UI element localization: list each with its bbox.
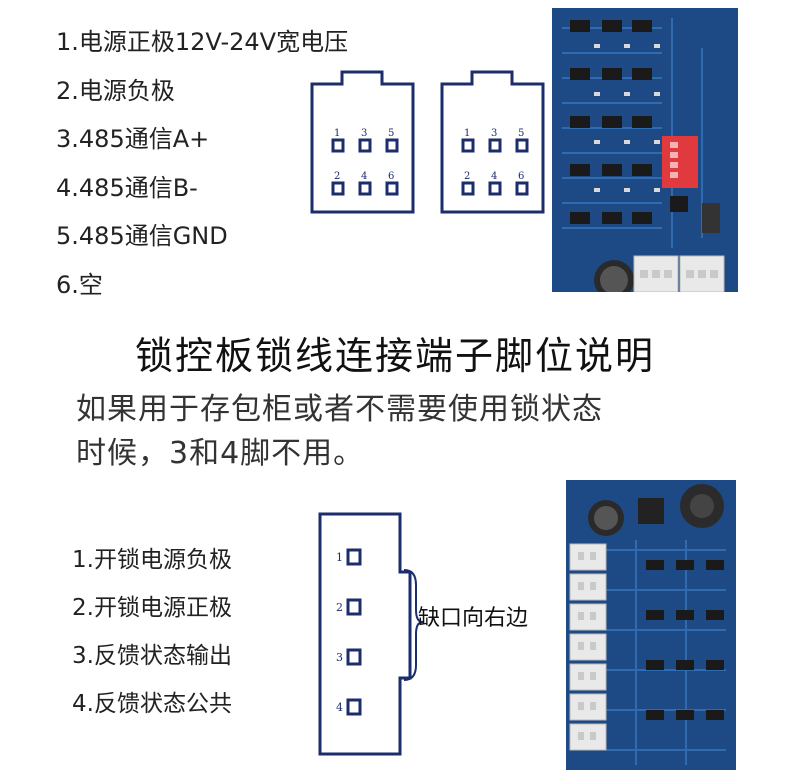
lock-connector-diagram: 1 2 3 4 [318, 512, 424, 756]
description-line-2: 时候，3和4脚不用。 [76, 436, 365, 471]
description-line-1: 如果用于存包柜或者不需要使用锁状态 [76, 392, 603, 427]
dip-switch [662, 136, 698, 188]
six-pin-connector-diagram: 1 3 5 2 4 6 1 3 5 2 4 6 [310, 70, 545, 214]
connector-left: 1 3 5 2 4 6 [310, 70, 415, 214]
connector-right: 1 3 5 2 4 6 [440, 70, 545, 214]
top-pin-3: 3.485通信A+ [56, 125, 210, 153]
pin-number-label: 4 [491, 171, 497, 182]
pin-number-label: 2 [334, 171, 340, 182]
lock-pin-1: 1.开锁电源负极 [72, 547, 232, 573]
lock-pin-4: 4.反馈状态公共 [72, 691, 232, 717]
top-pin-list: 1.电源正极12V-24V宽电压 2.电源负极 3.485通信A+ 4.485通… [56, 18, 416, 309]
pin-number-label: 3 [361, 128, 367, 139]
pcb-photo-bottom [566, 480, 736, 770]
lock-pin-3: 3.反馈状态输出 [72, 643, 232, 669]
pcb-photo-top [552, 8, 738, 292]
pin-number-label: 6 [518, 171, 524, 182]
lock-pin-number: 4 [336, 701, 343, 714]
page-title: 锁控板锁线连接端子脚位说明 [134, 334, 655, 378]
pin-number-label: 1 [464, 128, 470, 139]
lock-pin-list: 1.开锁电源负极 2.开锁电源正极 3.反馈状态输出 4.反馈状态公共 [72, 536, 332, 728]
notch-bracket [403, 569, 424, 681]
pin-number-label: 2 [464, 171, 470, 182]
description: 如果用于存包柜或者不需要使用锁状态 时候，3和4脚不用。 [76, 388, 776, 476]
pcb-photo-bottom-drawing [566, 480, 736, 770]
notch-label: 缺口向右边 [418, 606, 529, 631]
top-pin-6: 6.空 [56, 270, 103, 299]
lock-pin-number: 1 [336, 551, 343, 564]
lock-pin-2: 2.开锁电源正极 [72, 595, 232, 621]
pin-number-label: 5 [388, 128, 394, 139]
pin-number-label: 5 [518, 128, 524, 139]
pin-number-label: 3 [491, 128, 497, 139]
top-pin-5: 5.485通信GND [56, 222, 228, 250]
pcb-photo-top-drawing [552, 8, 738, 292]
white-connector-column [569, 543, 607, 751]
top-pin-2: 2.电源负极 [56, 76, 175, 105]
top-pin-4: 4.485通信B- [56, 173, 198, 202]
pin-number-label: 4 [361, 171, 367, 182]
lock-pin-number: 2 [336, 601, 343, 614]
pin-number-label: 1 [334, 128, 340, 139]
top-pin-1: 1.电源正极12V-24V宽电压 [56, 28, 349, 56]
lock-pin-number: 3 [336, 651, 343, 664]
pin-number-label: 6 [388, 171, 394, 182]
